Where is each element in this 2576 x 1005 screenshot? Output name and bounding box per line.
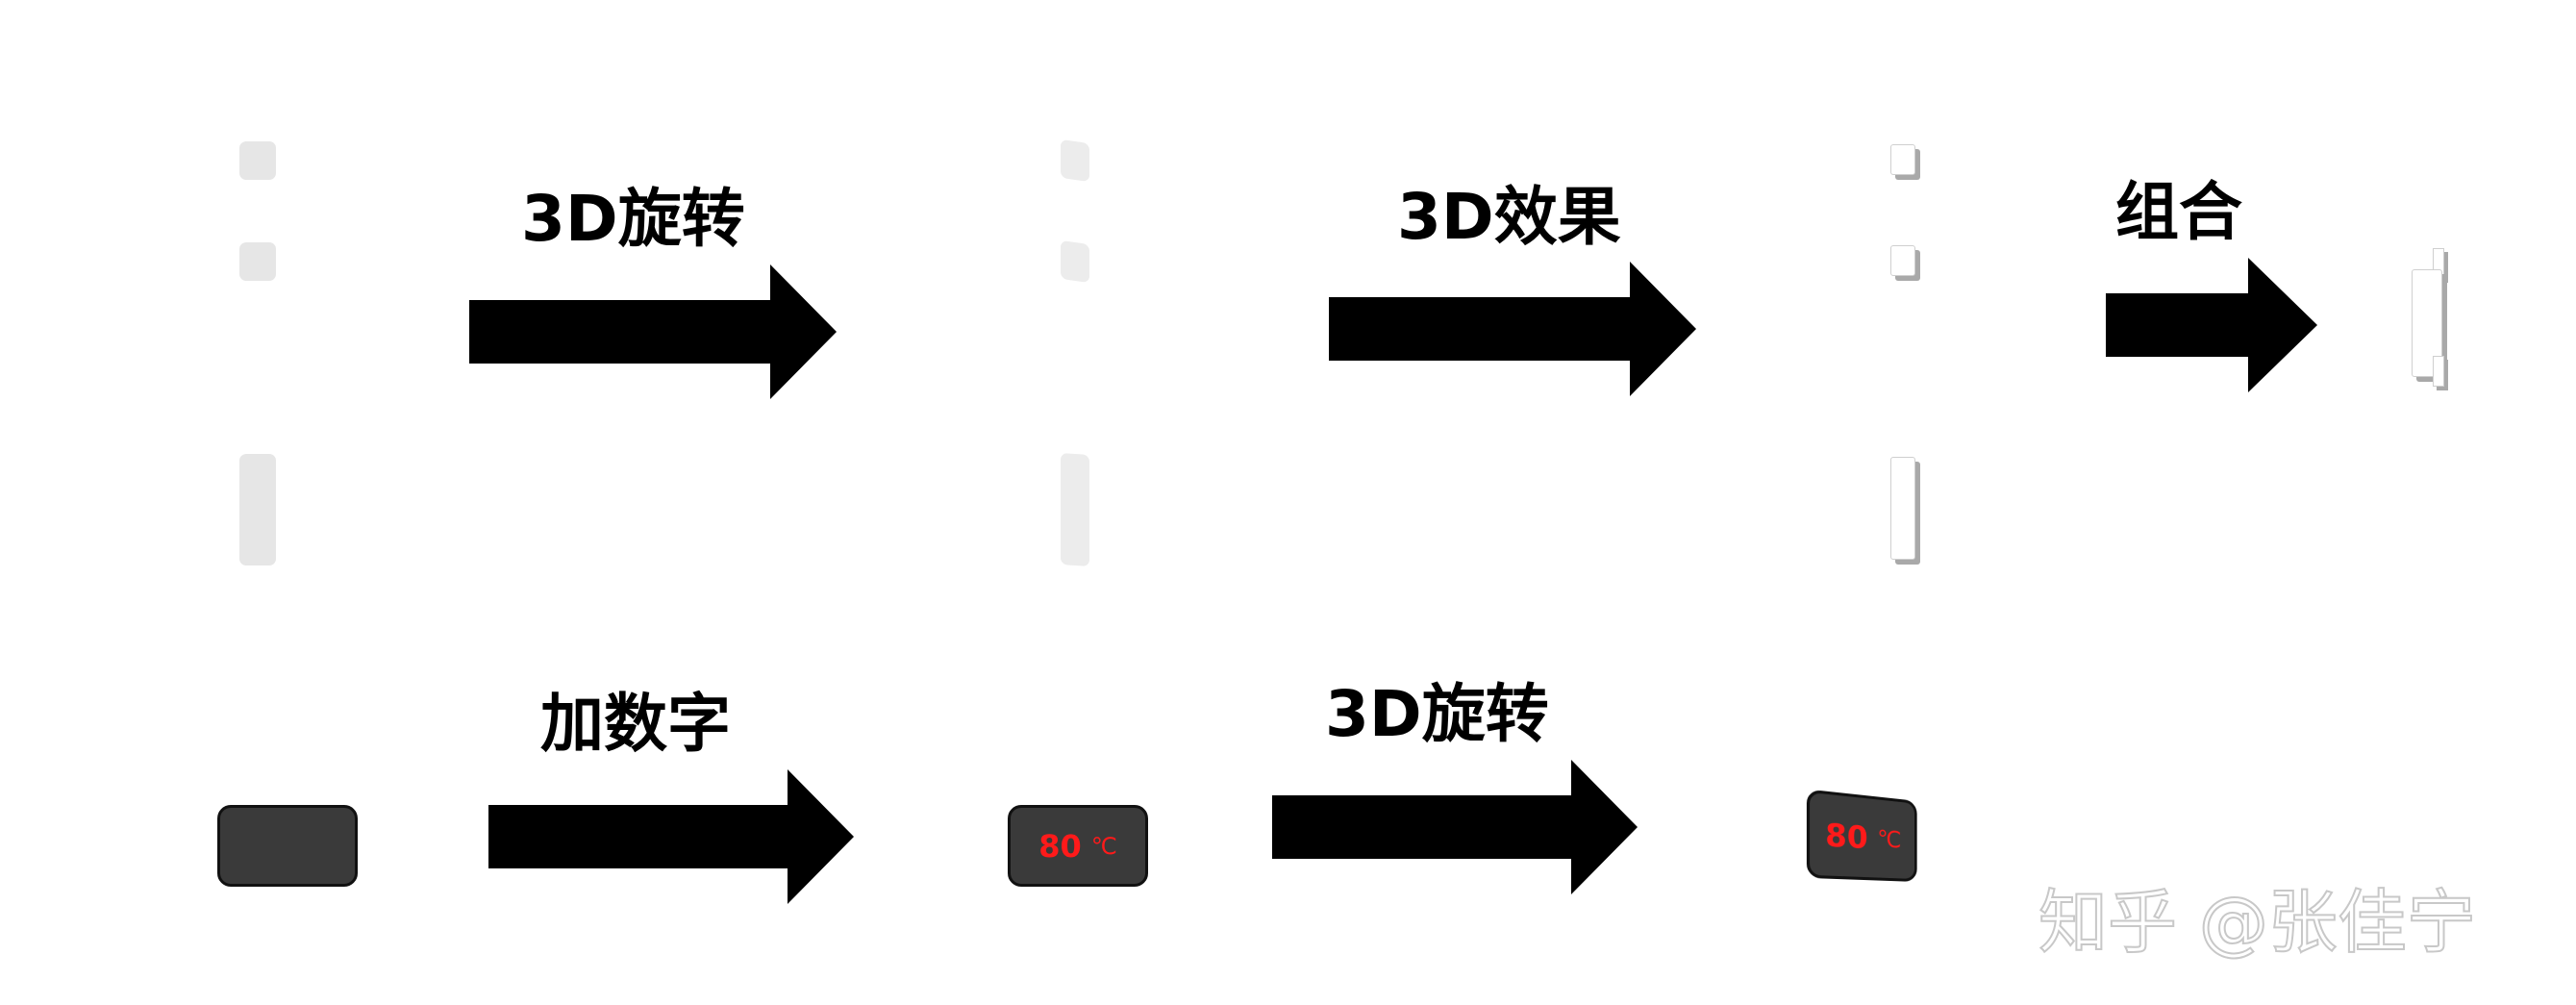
right-arrow-icon xyxy=(488,769,854,904)
step-label-3d-rotate: 3D旋转 xyxy=(521,182,745,256)
right-arrow-icon xyxy=(1272,760,1638,894)
rotated-segment-top xyxy=(1061,138,1089,183)
combined-segment xyxy=(2412,248,2456,390)
right-arrow-icon xyxy=(1329,262,1696,396)
rotated-segment-middle xyxy=(1061,239,1089,284)
right-arrow-icon xyxy=(469,264,837,399)
flat-segment-top xyxy=(239,141,276,180)
rotated-temperature-display: 80 ℃ xyxy=(1806,789,1917,882)
flat-segment-middle xyxy=(239,242,276,281)
temperature-unit-rotated: ℃ xyxy=(1877,825,1902,854)
flat-segment-long xyxy=(239,454,276,565)
step-label-3d-effect: 3D效果 xyxy=(1397,180,1621,254)
3d-segment-top xyxy=(1890,144,1915,175)
watermark: 知乎 @张佳宁 xyxy=(2038,881,2477,964)
step-label-combine: 组合 xyxy=(2115,175,2242,249)
3d-segment-long xyxy=(1890,457,1915,560)
step-label-3d-rotate-2: 3D旋转 xyxy=(1325,677,1549,751)
temperature-value-rotated: 80 xyxy=(1825,816,1868,857)
blank-display-panel xyxy=(217,805,358,887)
temperature-value: 80 xyxy=(1038,827,1082,865)
temperature-unit: ℃ xyxy=(1090,832,1117,860)
step-label-add-digits: 加数字 xyxy=(540,687,731,761)
right-arrow-icon xyxy=(2106,258,2317,392)
3d-segment-middle xyxy=(1890,245,1915,276)
temperature-display: 80 ℃ xyxy=(1008,805,1148,887)
rotated-segment-long xyxy=(1061,452,1089,567)
